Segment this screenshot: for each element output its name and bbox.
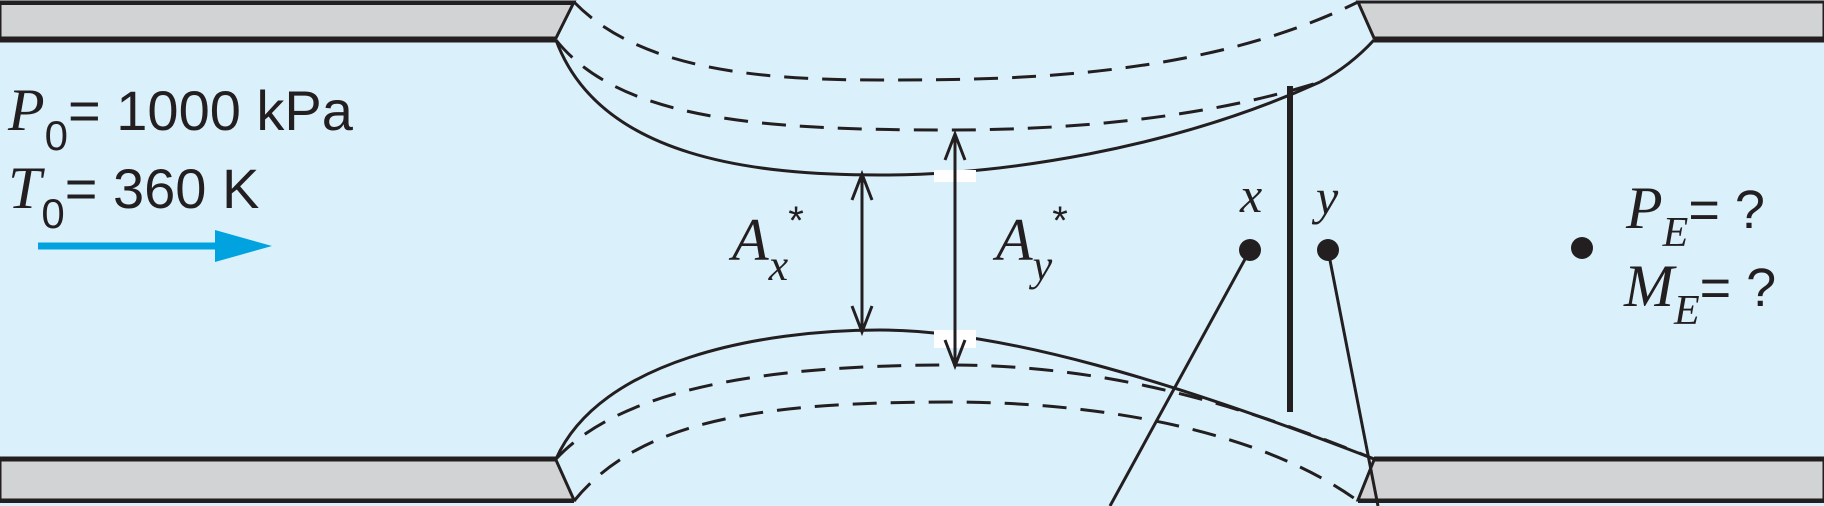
ax-symbol: A — [732, 207, 769, 273]
y-leader-line — [1326, 249, 1380, 506]
state-point-y — [1317, 239, 1339, 261]
upper-left-wall — [0, 0, 577, 40]
lower-outer-dashed-contour — [572, 400, 1359, 503]
ay-star: * — [1052, 199, 1068, 243]
ax-subscript: x — [768, 241, 789, 290]
upper-right-wall — [1355, 0, 1824, 40]
p0-value: = 1000 kPa — [68, 79, 353, 142]
upper-outer-dashed-contour — [572, 0, 1359, 82]
inlet-pressure-label: P0= 1000 kPa — [8, 77, 353, 157]
leader-lines — [1108, 249, 1380, 506]
p0-subscript: 0 — [44, 112, 69, 159]
throat-dimension-arrows — [850, 129, 967, 371]
lower-inner-dashed-contour — [554, 363, 1375, 461]
right-arrow-icon — [38, 230, 272, 262]
ay-arrow-head-bottom — [943, 339, 967, 371]
me-value: = ? — [1699, 258, 1777, 318]
dashed-contours — [554, 0, 1375, 503]
throat-area-ay-label: Ay* — [996, 201, 1068, 288]
throat-area-ax-label: Ax* — [732, 201, 804, 288]
nozzle-contours — [554, 38, 1376, 461]
t0-symbol: T — [8, 155, 42, 221]
pe-symbol: P — [1626, 175, 1663, 241]
ay-subscript: y — [1032, 241, 1053, 290]
exit-pressure-label: PE= ? — [1626, 175, 1765, 254]
inlet-temperature-label: T0= 360 K — [8, 155, 260, 235]
state-point-x — [1239, 239, 1261, 261]
lower-wall-throat-contour — [554, 328, 1375, 461]
lower-left-wall — [0, 458, 577, 502]
upper-wall-shock-segment — [1319, 38, 1376, 84]
me-subscript: E — [1673, 288, 1700, 334]
x-leader-line — [1108, 249, 1252, 506]
lower-right-wall — [1355, 458, 1824, 502]
ax-arrow-head-bottom — [850, 305, 874, 337]
exit-mach-label: ME= ? — [1624, 253, 1777, 332]
me-symbol: M — [1624, 253, 1674, 319]
ay-arrow-head-top — [943, 129, 967, 161]
t0-value: = 360 K — [64, 157, 260, 220]
pe-subscript: E — [1662, 210, 1689, 256]
upper-inner-dashed-contour — [554, 39, 1321, 132]
state-point-exit — [1571, 237, 1593, 259]
ax-star: * — [788, 199, 804, 243]
ay-symbol: A — [996, 207, 1033, 273]
pe-value: = ? — [1688, 180, 1765, 240]
upper-wall-throat-contour — [554, 39, 1321, 177]
state-x-label: x — [1240, 167, 1263, 223]
state-y-label: y — [1316, 169, 1339, 225]
t0-subscript: 0 — [41, 190, 65, 237]
ax-arrow-head-top — [850, 169, 874, 201]
p0-symbol: P — [8, 77, 45, 143]
